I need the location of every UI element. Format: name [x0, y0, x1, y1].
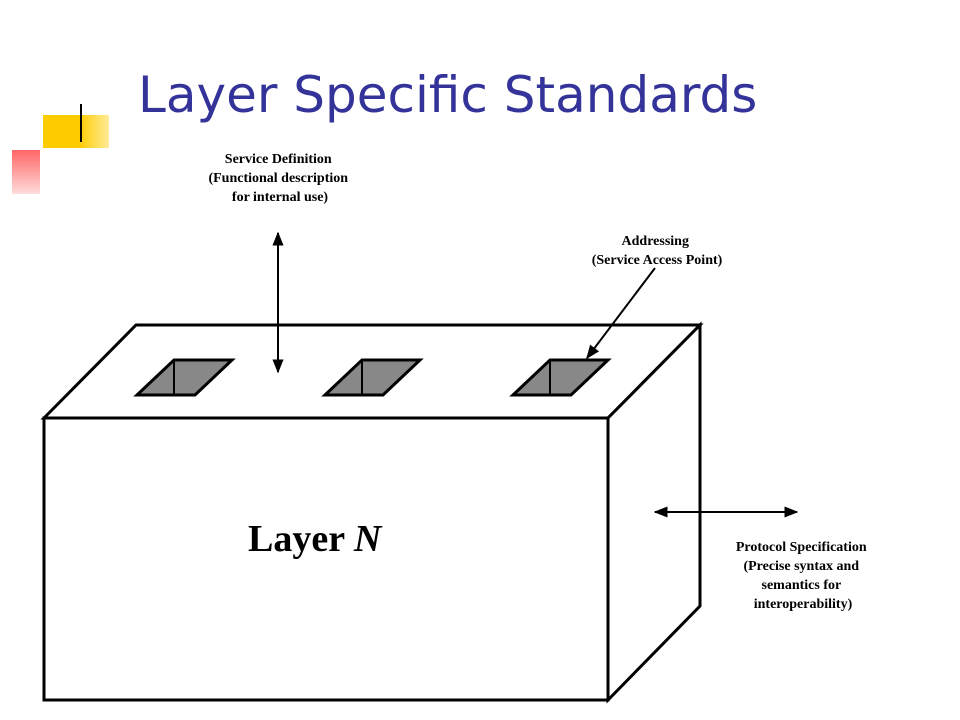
slide-title: Layer Specific Standards [138, 66, 758, 124]
addressing-label: Addressing (Service Access Point) [592, 234, 723, 268]
access-point-1 [133, 358, 236, 397]
access-point-3 [509, 358, 612, 397]
box-front-face [42, 416, 610, 702]
decorative-vertical-bar [80, 104, 82, 142]
addressing-arrow [586, 267, 656, 360]
decorative-red-square [12, 150, 40, 194]
decorative-yellow-square [43, 115, 109, 148]
service-definition-label: Service Definition (Functional descripti… [208, 152, 351, 205]
layer-n-label: Layer N [248, 518, 383, 560]
access-point-2 [321, 358, 424, 397]
protocol-specification-label: Protocol Specification (Precise syntax a… [736, 540, 870, 612]
